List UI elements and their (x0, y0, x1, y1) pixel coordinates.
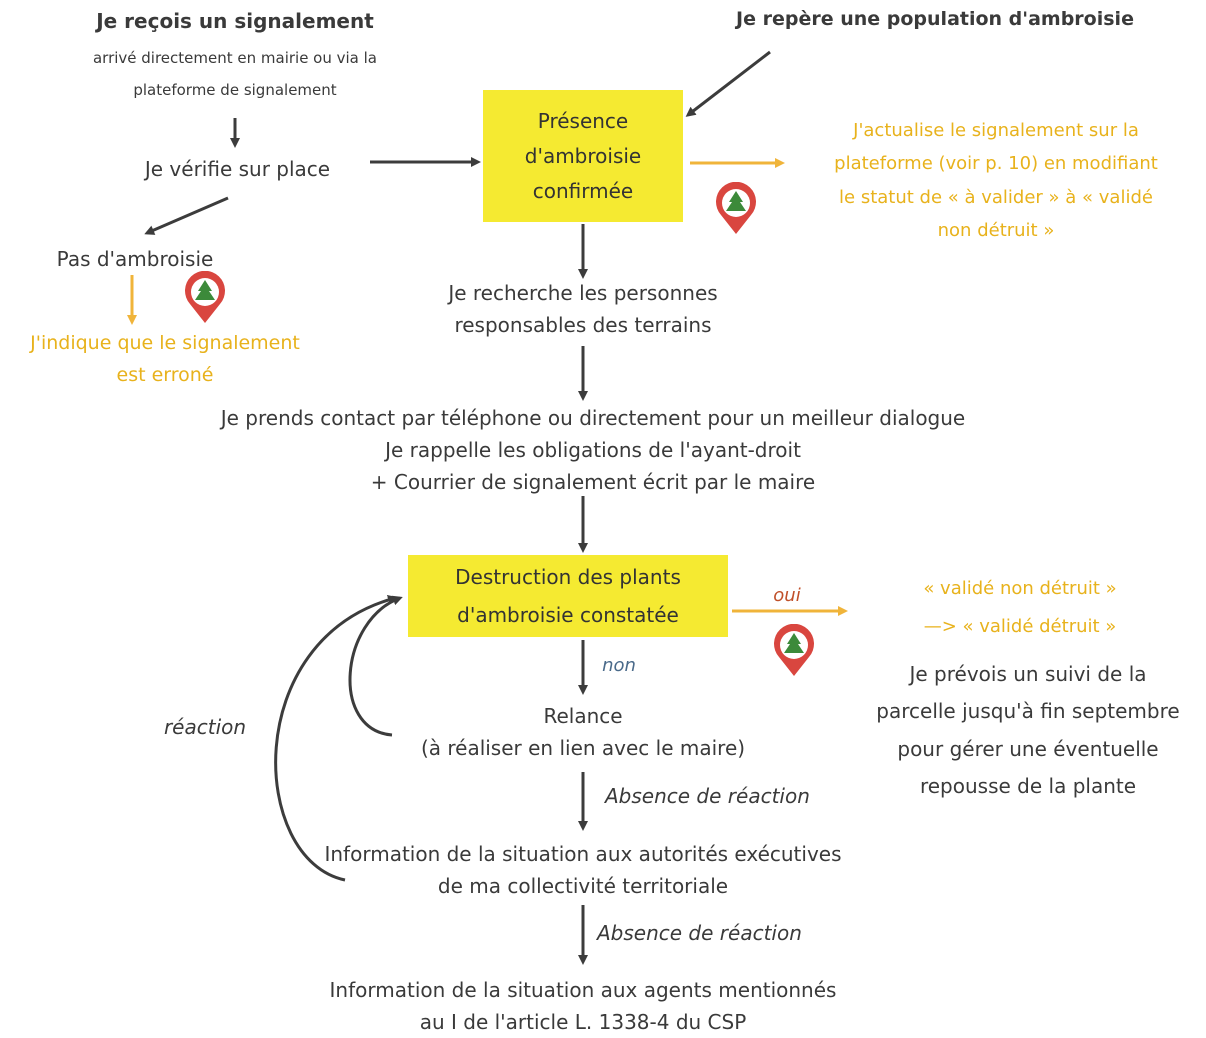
spot-title: Je repère une population d'ambroisie (736, 8, 1134, 30)
validated-line1: « validé non détruit » (923, 578, 1117, 599)
start-title: Je reçois un signalement (96, 9, 374, 33)
info-exec-line1: Information de la situation aux autorité… (324, 842, 842, 866)
reaction-label: réaction (163, 715, 247, 739)
update-note: J'actualise le signalement sur la platef… (790, 114, 1202, 247)
yes-label: oui (773, 585, 801, 606)
info-agents-step: Information de la situation aux agents m… (300, 974, 866, 1038)
info-agents-line2: au I de l'article L. 1338-4 du CSP (419, 1010, 747, 1034)
info-exec-line2: de ma collectivité territoriale (437, 874, 729, 898)
search-line1: Je recherche les personnes (448, 281, 718, 305)
update-note-line1: J'actualise le signalement sur la (853, 120, 1139, 141)
confirmed-line2: d'ambroisie (524, 143, 642, 168)
start-subtitle-line1: arrivé directement en mairie ou via la (92, 49, 378, 67)
update-note-line3: le statut de « à valider » à « validé (839, 186, 1153, 208)
no-ambrosia-note-line1: J'indique que le signalement (30, 332, 300, 354)
relance-step: Relance (à réaliser en lien avec le mair… (383, 700, 783, 764)
followup-note: Je prévois un suivi de la parcelle jusqu… (850, 656, 1206, 806)
relance-line1: Relance (543, 704, 623, 728)
curve-info-back (274, 595, 398, 882)
search-step: Je recherche les personnes responsables … (370, 277, 796, 341)
validated-line2: —> « validé détruit » (923, 615, 1117, 637)
verify-label: Je vérifie sur place (144, 157, 331, 181)
no-ambrosia-note-line2: est erroné (116, 364, 214, 387)
start-subtitle-line2: plateforme de signalement (133, 81, 337, 99)
destruction-box: Destruction des plants d'ambroisie const… (408, 555, 728, 637)
contact-line1: Je prends contact par téléphone ou direc… (220, 406, 966, 430)
absence-reaction-1: Absence de réaction (605, 784, 810, 808)
confirmed-line3: confirmée (532, 178, 634, 203)
arrow-verify-to-none (144, 196, 229, 235)
contact-line2: Je rappelle les obligations de l'ayant-d… (385, 438, 801, 462)
search-line2: responsables des terrains (454, 313, 712, 337)
no-label: non (602, 655, 636, 676)
info-agents-line1: Information de la situation aux agents m… (329, 978, 837, 1002)
update-note-line2: plateforme (voir p. 10) en modifiant (834, 153, 1158, 175)
contact-step: Je prends contact par téléphone ou direc… (120, 402, 1066, 498)
absence-reaction-2: Absence de réaction (597, 921, 802, 945)
confirmed-line1: Présence (537, 108, 629, 133)
arrow-spot-to-box (685, 50, 771, 117)
ambrosia-pin-icon (771, 623, 817, 678)
ambrosia-pin-icon (182, 270, 228, 325)
followup-line3: pour gérer une éventuelle (897, 736, 1159, 761)
update-note-line4: non détruit » (937, 219, 1055, 241)
followup-line2: parcelle jusqu'à fin septembre (876, 699, 1180, 724)
relance-line2: (à réaliser en lien avec le maire) (420, 736, 746, 760)
info-exec-step: Information de la situation aux autorité… (300, 838, 866, 902)
no-ambrosia-note: J'indique que le signalement est erroné (0, 327, 330, 392)
contact-line3: + Courrier de signalement écrit par le m… (370, 470, 816, 494)
destruction-line1: Destruction des plants (455, 565, 681, 589)
validated-note: « validé non détruit » —> « validé détru… (880, 570, 1160, 646)
confirmed-box: Présence d'ambroisie confirmée (483, 90, 683, 222)
destruction-line2: d'ambroisie constatée (457, 603, 679, 627)
no-ambrosia-label: Pas d'ambroisie (56, 247, 214, 271)
followup-line4: repousse de la plante (919, 774, 1137, 799)
followup-line1: Je prévois un suivi de la (909, 662, 1147, 686)
ambrosia-pin-icon (713, 181, 759, 236)
curve-relance-back (348, 595, 403, 737)
